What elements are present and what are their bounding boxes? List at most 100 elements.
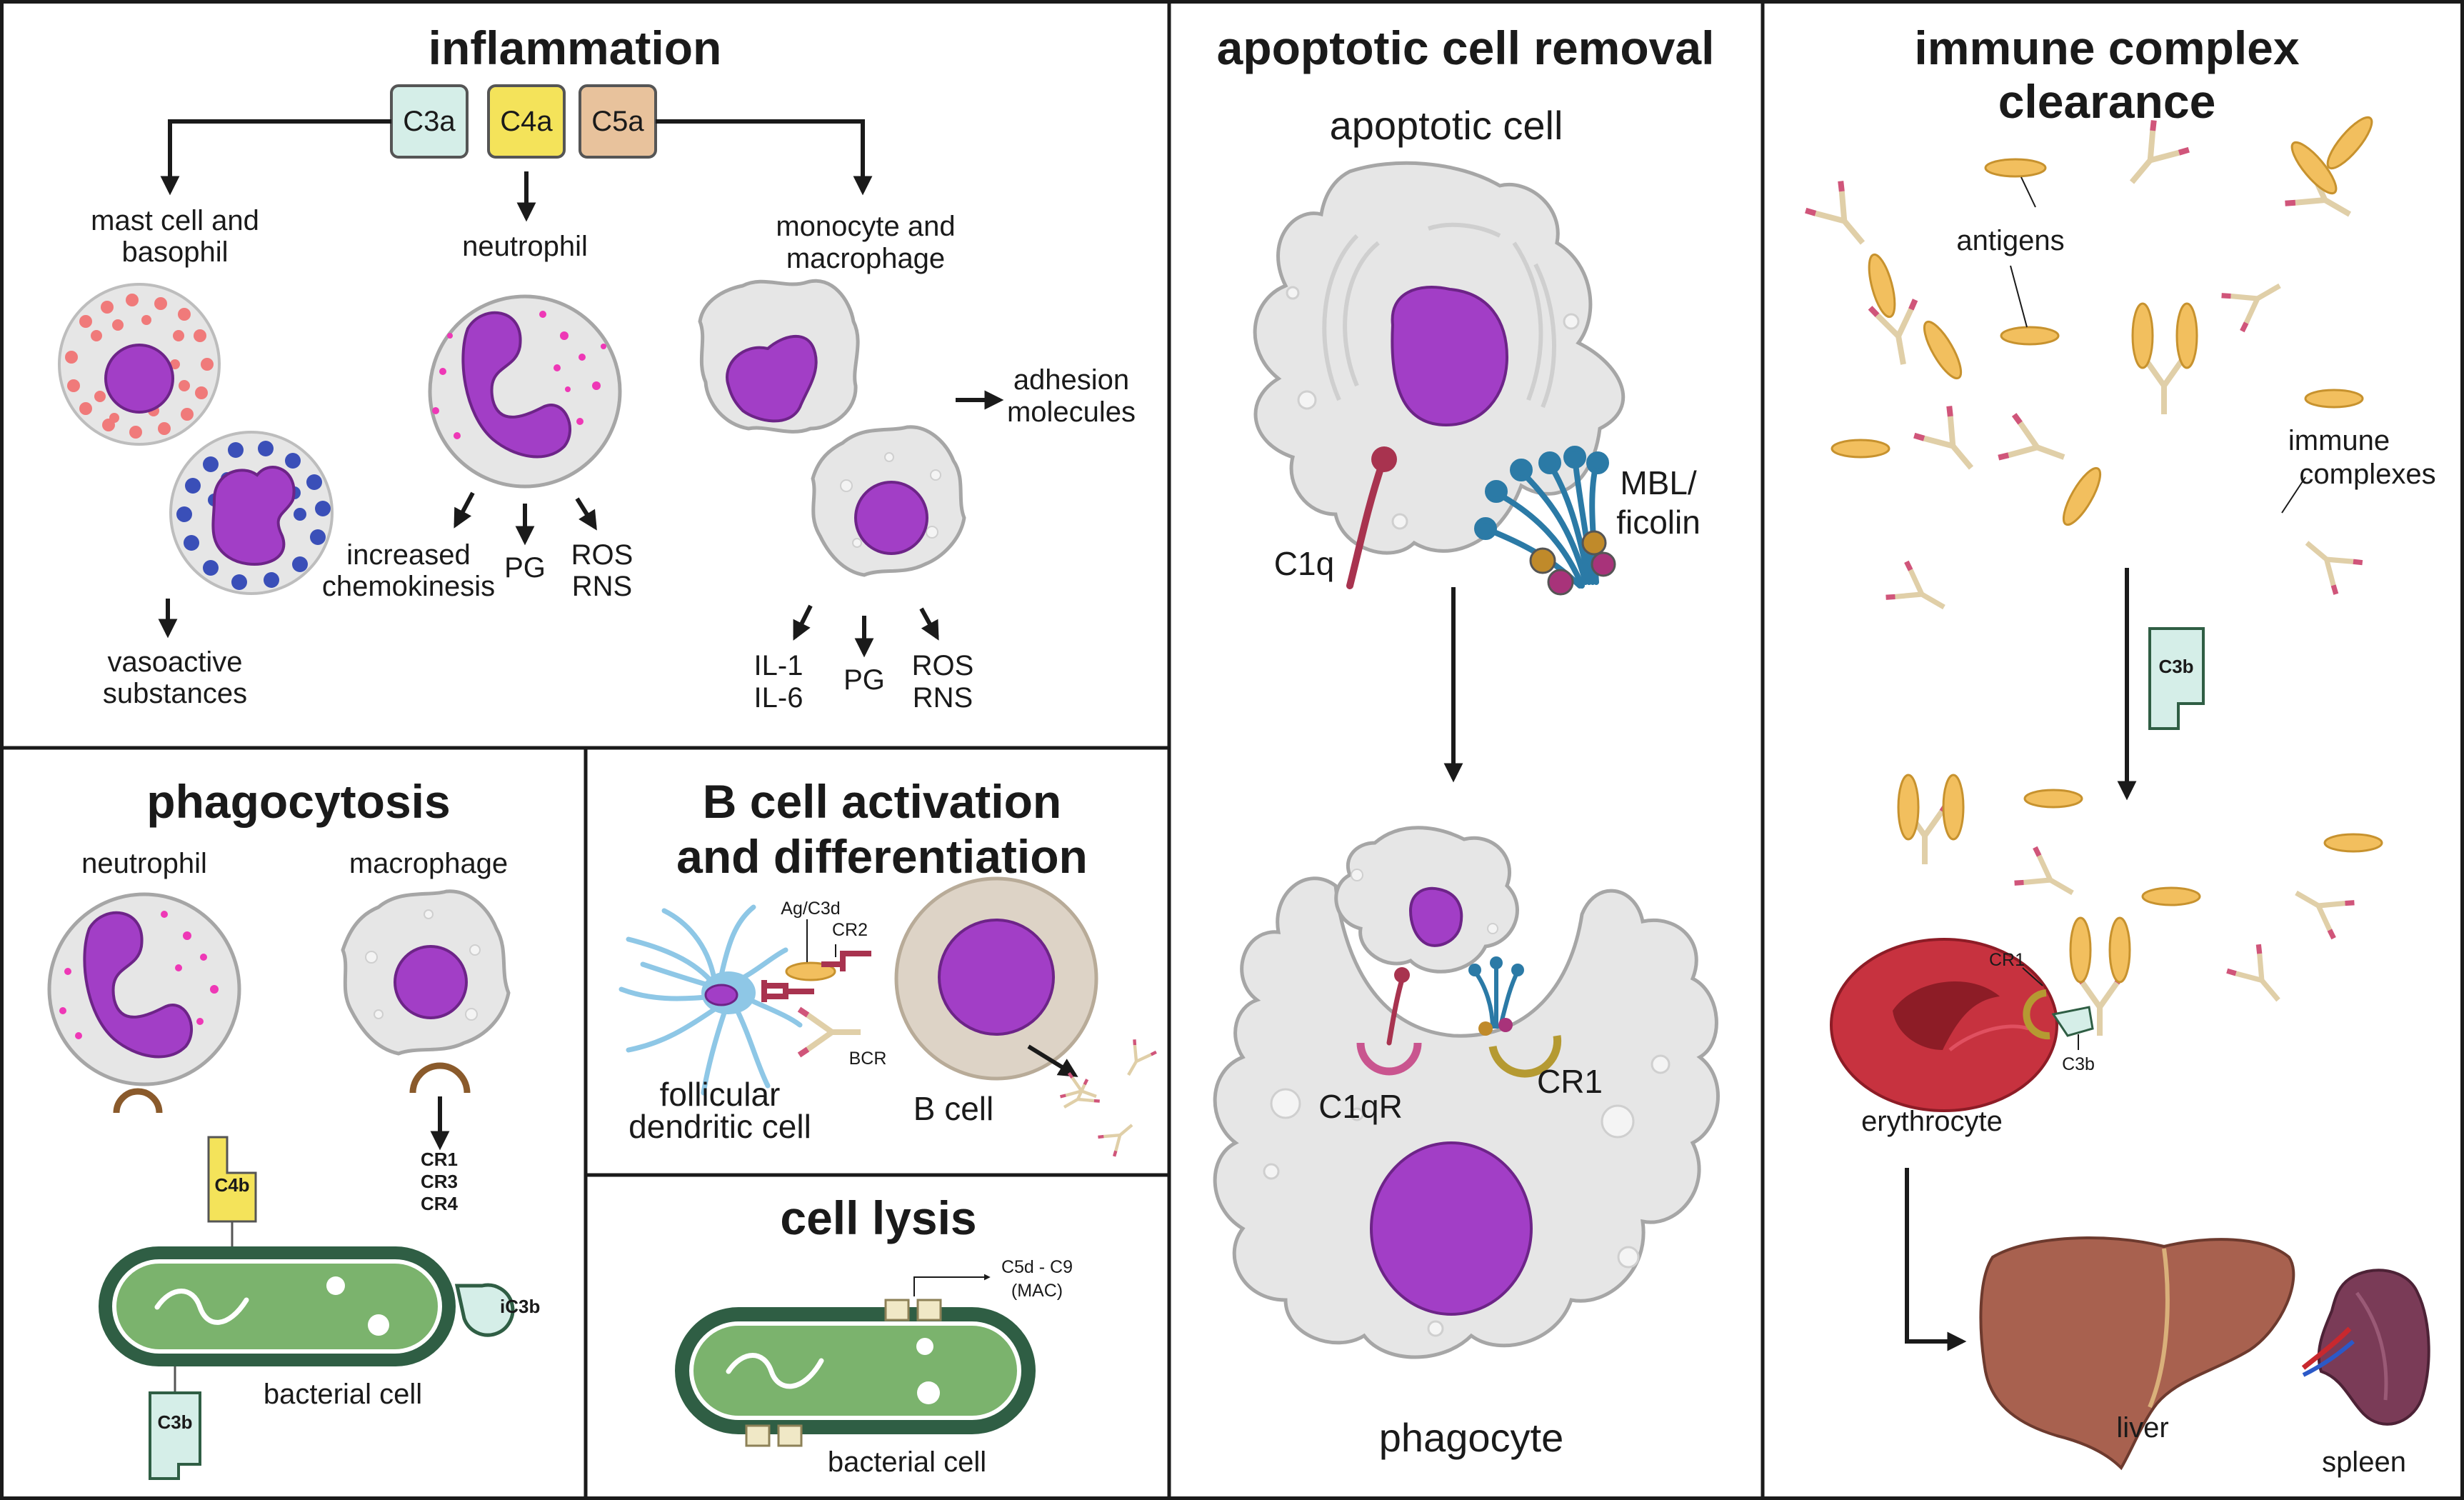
mac-label-2: (MAC) <box>1011 1281 1063 1301</box>
c3b-phago-label: C3b <box>157 1411 192 1433</box>
phagocytosis-panel: phagocytosis neutrophil macrophage CR1 C… <box>47 775 540 1480</box>
apoptotic-panel: apoptotic cell removal apoptotic cell C1… <box>1213 21 1720 1460</box>
free-antibodies <box>1806 121 2363 1014</box>
pg-1: PG <box>504 552 546 584</box>
basophil-cell <box>169 431 334 595</box>
bcell-label: B cell <box>913 1090 993 1127</box>
macrophage-cell <box>811 425 966 577</box>
lysis-bacterium <box>675 1307 1036 1434</box>
c4b-label: C4b <box>214 1174 249 1196</box>
liver-organ <box>1979 1236 2295 1471</box>
adhesion-2: molecules <box>1007 396 1136 428</box>
mac-label-1: C5d - C9 <box>1001 1257 1073 1277</box>
cr4-label: CR4 <box>421 1193 459 1214</box>
phago-macrophage-cell <box>341 889 511 1056</box>
phagocyte-label: phagocyte <box>1379 1415 1563 1460</box>
cr1-receptor-apoptotic <box>1468 956 1562 1078</box>
pg-2: PG <box>843 664 885 696</box>
phago-neutrophil-receptor <box>113 1088 163 1114</box>
mbl-label-1: MBL/ <box>1620 464 1697 501</box>
cr1-label: CR1 <box>421 1149 458 1170</box>
adhesion-1: adhesion <box>1013 364 1129 396</box>
rns-1: RNS <box>572 571 632 602</box>
inflammation-panel: inflammation C3a C4a C5a mast cell and b… <box>58 21 1136 714</box>
arrow-chemokinesis <box>454 491 475 529</box>
chemokinesis-2: chemokinesis <box>322 571 495 602</box>
ag-c3d-complex <box>761 919 871 1002</box>
c3b-small-label: C3b <box>2062 1054 2095 1074</box>
bcell-title-2: and differentiation <box>676 830 1088 883</box>
c3b-tag-phago: C3b <box>149 1366 201 1480</box>
vasoactive-2: substances <box>103 678 247 709</box>
phagocyte-cell <box>1213 876 1720 1359</box>
il6: IL-6 <box>754 682 803 714</box>
antigen-pointer-2 <box>2010 265 2028 328</box>
spleen-organ <box>2301 1269 2430 1426</box>
immune-complex-panel: immune complex clearance <box>1806 21 2436 1478</box>
ros-1: ROS <box>571 539 633 571</box>
mast-cell <box>58 283 221 446</box>
lysis-title: cell lysis <box>780 1191 976 1244</box>
monocyte-label-1: monocyte and <box>776 211 955 242</box>
anaphylatoxin-arrows <box>160 119 873 222</box>
c1qr-receptor <box>1356 967 1422 1076</box>
c4b-tag: C4b <box>207 1136 257 1249</box>
neutrophil-cell <box>428 294 622 489</box>
antigen-ellipses <box>1831 158 2383 906</box>
complexes-label-2: complexes <box>2299 459 2435 490</box>
ic3b-shape <box>454 1283 515 1337</box>
arrow-liver <box>1905 1168 1967 1351</box>
monocyte-cell <box>698 279 860 434</box>
phago-neutrophil-label: neutrophil <box>81 848 207 879</box>
chemokinesis-1: increased <box>346 539 470 571</box>
follicular-dendritic-cell <box>618 904 803 1096</box>
ic-title-2: clearance <box>1998 75 2216 128</box>
cr1-ic-label: CR1 <box>1989 950 2025 970</box>
phagocytosis-title: phagocytosis <box>146 775 450 828</box>
erythrocyte <box>1830 938 2058 1112</box>
arrow-il <box>793 604 813 641</box>
mbl-label-2: ficolin <box>1616 504 1701 541</box>
arrow-mac <box>913 1274 991 1296</box>
c4a-label: C4a <box>500 106 553 137</box>
vasoactive-1: vasoactive <box>108 646 243 678</box>
c1qr-label: C1qR <box>1318 1088 1403 1125</box>
monocyte-label-2: macrophage <box>786 243 945 274</box>
phago-macrophage-label: macrophage <box>349 848 508 879</box>
arrow-ros1 <box>575 497 597 531</box>
rns-2: RNS <box>913 682 973 714</box>
mast-label-1: mast cell and <box>91 205 259 236</box>
fdc-label-2: dendritic cell <box>628 1108 811 1145</box>
cr1-c3b-complex-ic <box>2022 967 2094 1050</box>
liver-label: liver <box>2116 1412 2168 1444</box>
erythrocyte-label: erythrocyte <box>1861 1106 2003 1137</box>
c1q-molecule <box>1346 446 1397 589</box>
ic-title-1: immune complex <box>1914 21 2299 74</box>
c3b-tag-ic: C3b <box>2148 627 2205 730</box>
c1q-label: C1q <box>1274 545 1334 582</box>
cr2-label: CR2 <box>832 920 868 940</box>
phago-bacterial-label: bacterial cell <box>264 1379 422 1410</box>
immune-complexes <box>1864 116 2373 1036</box>
fdc-label-1: follicular <box>660 1076 781 1113</box>
secreted-antibodies <box>1058 1039 1156 1156</box>
antigen-pointer-1 <box>2020 176 2036 208</box>
mast-label-2: basophil <box>121 236 228 268</box>
neutrophil-label: neutrophil <box>462 231 588 262</box>
apoptotic-cell-label: apoptotic cell <box>1330 103 1563 148</box>
bcell-title-1: B cell activation <box>703 775 1062 828</box>
il1: IL-1 <box>754 650 803 681</box>
spleen-label: spleen <box>2322 1446 2406 1478</box>
phago-neutrophil-cell <box>47 892 241 1086</box>
inflammation-title: inflammation <box>429 21 722 74</box>
cr1-apoptotic-label: CR1 <box>1537 1063 1603 1100</box>
complex-pointer <box>2281 476 2306 514</box>
c3b-ic-label: C3b <box>2158 656 2193 677</box>
arrow-antibodies <box>1027 1044 1078 1077</box>
phago-macrophage-receptor <box>409 1062 471 1094</box>
bcr-label: BCR <box>849 1049 887 1069</box>
complexes-label-1: immune <box>2288 425 2390 456</box>
lysis-panel: cell lysis C5d - C9 (MAC) bacterial cell <box>675 1191 1073 1478</box>
